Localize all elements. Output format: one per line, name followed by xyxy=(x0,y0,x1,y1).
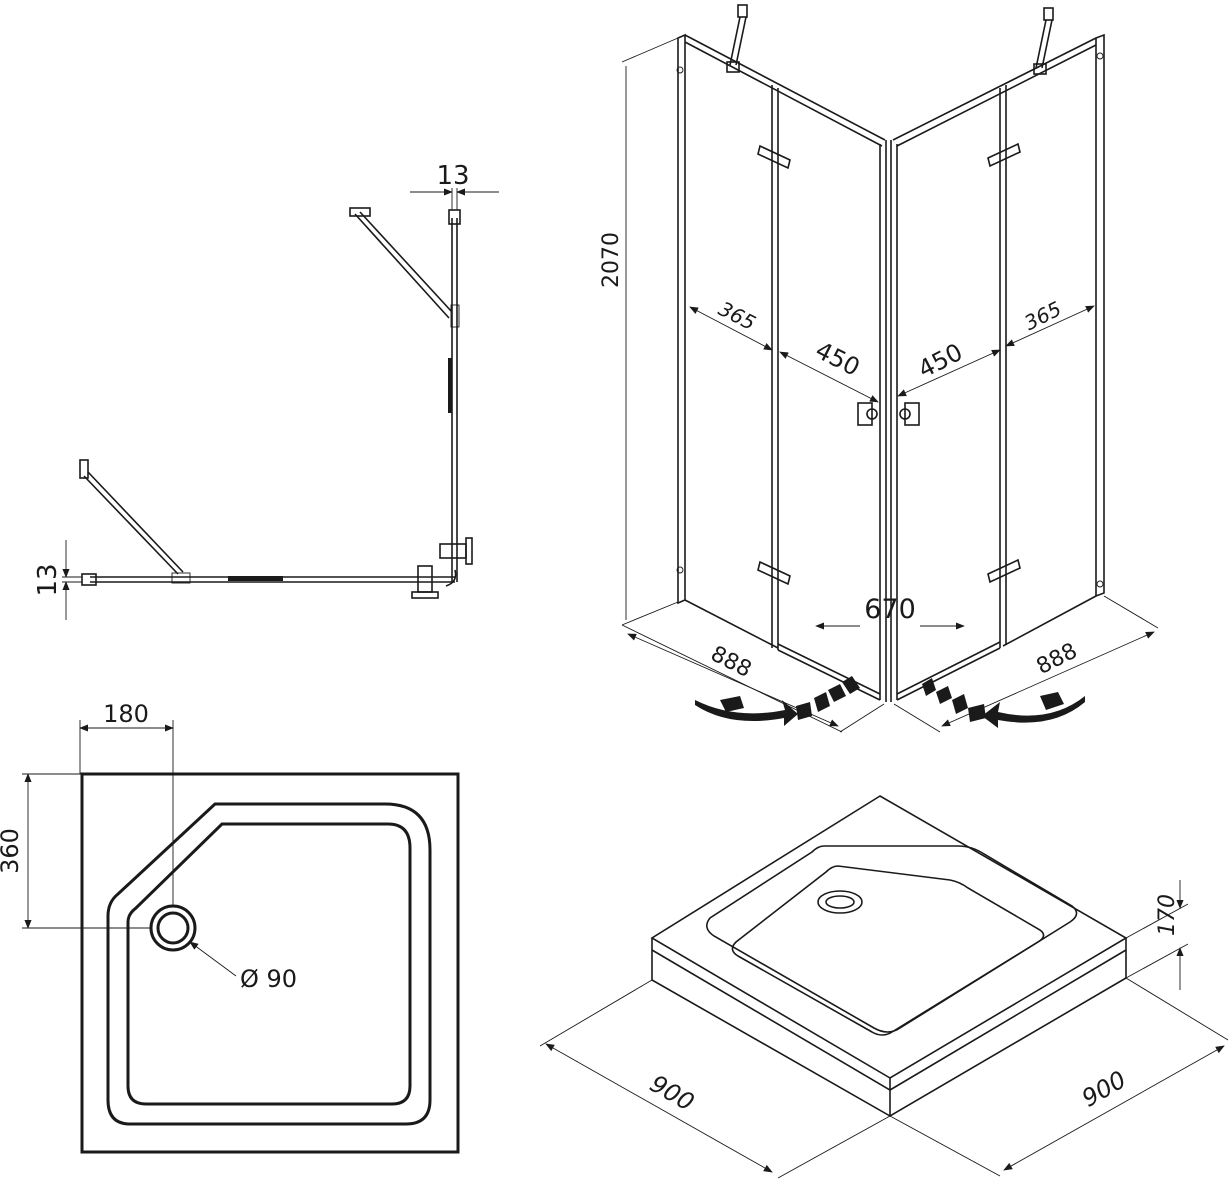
tray-isometric: 170 900 900 xyxy=(539,795,1229,1179)
dim-drain-offset-x: 180 xyxy=(103,700,149,728)
enclosure-isometric: 2070 365 450 450 365 670 888 888 xyxy=(599,4,1159,733)
dim-left-door: 450 xyxy=(811,336,865,382)
dim-top-thickness: 13 xyxy=(436,161,469,191)
enclosure-top-view: 13 13 xyxy=(33,161,499,620)
dim-height: 2070 xyxy=(599,232,624,288)
dim-drain-diameter: Ø 90 xyxy=(240,965,297,993)
dim-tray-width-right: 900 xyxy=(1077,1065,1131,1112)
dim-drain-offset-y: 360 xyxy=(0,828,24,874)
dim-entry-width: 670 xyxy=(864,594,916,625)
dim-left-thickness: 13 xyxy=(33,563,63,596)
dim-left-fixed: 365 xyxy=(715,296,760,335)
dim-tray-width-left: 900 xyxy=(645,1069,699,1116)
dim-tray-height: 170 xyxy=(1155,894,1180,936)
dim-right-side: 888 xyxy=(1033,639,1082,680)
tray-plan-view: 180 360 Ø 90 xyxy=(0,700,460,1154)
dim-left-side: 888 xyxy=(707,642,756,683)
